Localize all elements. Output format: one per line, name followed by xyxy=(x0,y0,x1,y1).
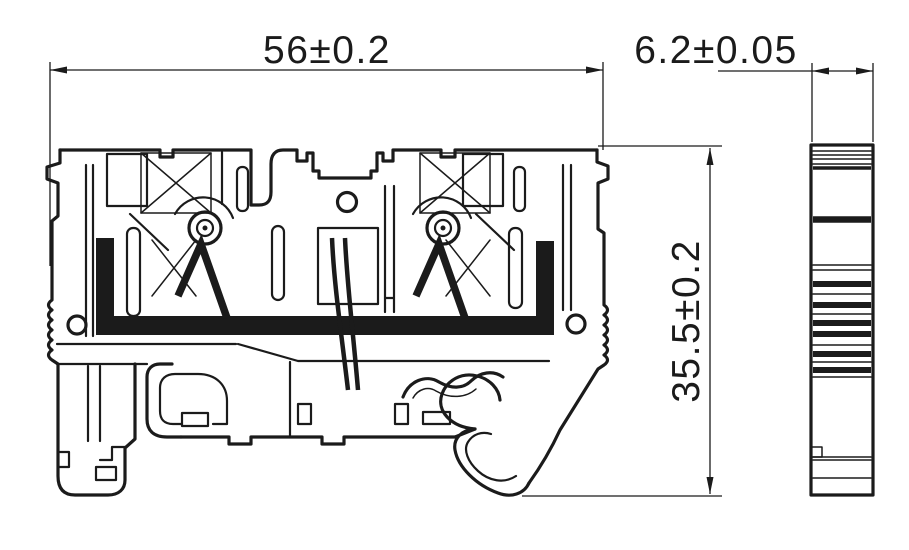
side-hole-left xyxy=(66,314,88,336)
dimension-height-label: 35.5±0.2 xyxy=(665,239,708,403)
dimension-width: 56±0.2 xyxy=(49,29,604,266)
dimension-width-label: 56±0.2 xyxy=(263,29,391,72)
slot-mid-right xyxy=(507,226,524,310)
arrowhead-bottom xyxy=(706,477,714,494)
dimension-thickness: 6.2±0.05 xyxy=(634,29,874,142)
busbar xyxy=(96,238,554,335)
dimension-height: 35.5±0.2 xyxy=(522,145,722,497)
arrowhead-left xyxy=(812,67,829,75)
side-profile-outline xyxy=(809,143,875,497)
rail-clip-outer xyxy=(145,362,183,439)
clamp-spring-left xyxy=(174,233,231,320)
center-wires xyxy=(329,237,361,391)
clamp-pivot-right xyxy=(411,196,473,320)
side-hole-right xyxy=(565,313,587,335)
bottom-slot-b xyxy=(393,402,410,426)
pivot-outer-circle-right xyxy=(425,210,461,246)
housing-right-edge xyxy=(527,148,610,485)
release-ear-curl xyxy=(439,373,502,431)
pivot-housing-arc-right xyxy=(411,196,473,220)
side-grip-bands xyxy=(813,281,871,373)
pivot-housing-arc-left xyxy=(173,196,235,220)
clamp-pivot-left xyxy=(173,196,235,320)
release-ear-inner xyxy=(464,431,518,482)
pivot-inner-circle-left xyxy=(195,218,215,238)
ledge-lines xyxy=(55,342,551,438)
dimension-thickness-label: 6.2±0.05 xyxy=(634,29,798,72)
front-view xyxy=(45,148,610,497)
cavity-walls xyxy=(84,150,573,338)
slot-mid-left-b xyxy=(270,224,286,302)
rail-clip-inner xyxy=(158,372,229,426)
housing-top-profile xyxy=(58,148,599,207)
pivot-dot-left xyxy=(202,225,208,231)
width-extension-lines xyxy=(49,62,604,266)
height-extension-lines xyxy=(522,145,722,497)
arrowhead-top xyxy=(706,148,714,165)
center-partition xyxy=(383,184,396,314)
latch-wave-inner xyxy=(412,387,477,399)
side-rib-lines-thin xyxy=(812,150,872,479)
x-box-right xyxy=(419,152,491,214)
slot-mid-left-a xyxy=(125,226,142,318)
pivot-outer-circle-left xyxy=(187,210,223,246)
entry-cavity-left xyxy=(105,152,149,208)
bottom-slot-c xyxy=(421,410,452,426)
rail-slot-bottom-edge xyxy=(179,435,457,446)
dimensions: 56±0.2 6.2±0.05 35.5±0.2 xyxy=(49,29,874,497)
center-chamber xyxy=(316,226,380,306)
foot-detail-lines xyxy=(56,364,127,469)
arrowhead-right xyxy=(856,67,873,75)
side-view xyxy=(809,143,875,497)
slot-top-left xyxy=(235,165,250,213)
pivot-dot-right xyxy=(440,225,446,231)
housing-left-edge xyxy=(45,148,137,497)
side-rib-lines-medium xyxy=(813,166,871,223)
side-notch xyxy=(810,446,823,458)
release-ear-outline xyxy=(453,427,531,497)
slot-top-right xyxy=(512,165,527,213)
center-top-hole xyxy=(335,190,359,214)
arrowhead-right xyxy=(586,66,603,74)
latch-wave xyxy=(401,371,505,399)
arrowhead-left xyxy=(50,66,67,74)
foot-detail-slot xyxy=(94,465,118,482)
pivot-inner-circle-right xyxy=(433,218,453,238)
bottom-slot-a xyxy=(296,402,313,426)
x-marks xyxy=(140,152,491,297)
entry-cavity-right xyxy=(461,152,505,208)
x-box-left xyxy=(140,152,212,214)
rail-clip-slot xyxy=(180,411,210,428)
thickness-extension-lines xyxy=(811,63,874,142)
